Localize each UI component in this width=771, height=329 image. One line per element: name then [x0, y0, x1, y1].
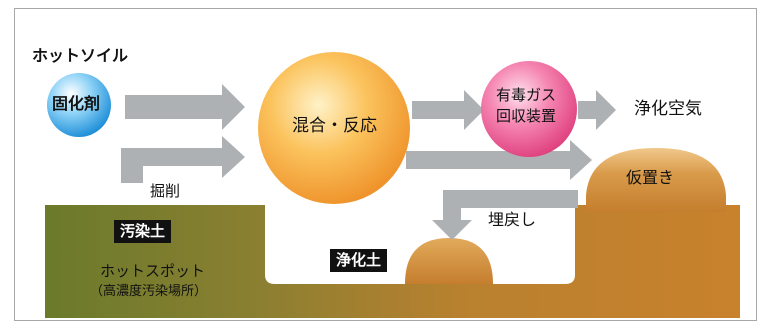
arrow-excavation-to-mix — [121, 136, 245, 183]
hotspot-label: ホットスポット — [100, 262, 206, 280]
arrow-mix-to-toxic — [412, 90, 484, 130]
arrow-toxic-to-air — [578, 90, 616, 130]
storage-label: 仮置き — [626, 168, 675, 187]
diagram-title: ホットソイル — [32, 46, 129, 65]
arrow-mix-to-storage — [406, 140, 592, 180]
ground-profile — [45, 205, 740, 318]
backfill-label: 埋戻し — [488, 210, 537, 229]
excavation-label: 掘削 — [150, 182, 181, 200]
arrow-agent-to-mix — [125, 84, 245, 130]
purified-soil-tag: 浄化土 — [330, 249, 388, 272]
mixing-label: 混合・反応 — [292, 116, 377, 136]
arrow-storage-to-purified — [432, 190, 578, 240]
clean-air-label: 浄化空気 — [634, 99, 702, 119]
hotspot-sublabel: （高濃度汚染場所） — [90, 284, 208, 299]
contaminated-soil-tag: 汚染土 — [114, 220, 172, 243]
mixing-sphere — [258, 52, 410, 204]
purified-soil-mound — [405, 238, 493, 284]
storage-mound — [586, 148, 726, 212]
toxic-sphere — [481, 61, 577, 157]
agent-label: 固化剤 — [52, 94, 101, 113]
toxic-label-2: 回収装置 — [496, 107, 557, 125]
toxic-label-1: 有毒ガス — [496, 86, 557, 104]
agent-sphere — [47, 73, 111, 137]
